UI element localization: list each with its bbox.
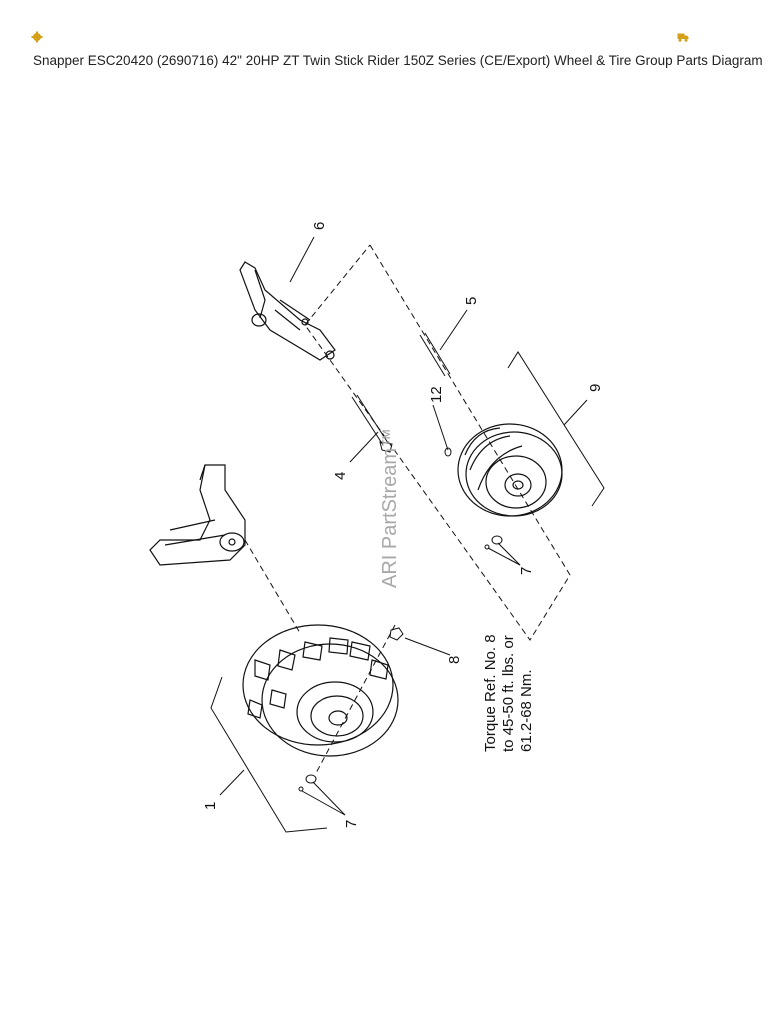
hub-assembly — [149, 464, 246, 566]
axle-bracket — [239, 261, 336, 361]
wheel-part-1 — [242, 624, 399, 757]
wheel-part-9 — [457, 423, 563, 517]
valve-part-7-front — [298, 774, 317, 792]
callout-4: 4 — [332, 472, 349, 480]
washer-part-12 — [444, 447, 452, 457]
callout-labels: 6 5 12 4 9 7 8 1 7 — [202, 222, 604, 828]
callout-12: 12 — [428, 386, 445, 403]
bracket-part-1 — [210, 676, 328, 833]
pin-part-5 — [419, 332, 451, 377]
truck-icon — [677, 33, 689, 42]
callout-7-rear: 7 — [518, 567, 535, 575]
exploded-view-guide — [244, 244, 571, 776]
callout-7-front: 7 — [343, 820, 360, 828]
callout-8: 8 — [446, 656, 463, 664]
callout-6: 6 — [311, 222, 328, 230]
torque-note-line-1: Torque Ref. No. 8 — [482, 634, 499, 752]
bolt-part-4 — [351, 394, 393, 453]
valve-part-7-rear — [484, 535, 503, 550]
callout-5: 5 — [463, 297, 480, 305]
torque-note-line-2: to 45-50 ft. lbs. or — [500, 635, 517, 752]
leader-lines — [219, 236, 588, 816]
callout-1: 1 — [202, 802, 219, 810]
callout-9: 9 — [587, 384, 604, 392]
page-title: Snapper ESC20420 (2690716) 42" 20HP ZT T… — [33, 53, 763, 68]
gear-icon — [31, 31, 43, 43]
bracket-part-9 — [507, 351, 605, 507]
watermark: ARI PartStream™ — [379, 428, 401, 588]
torque-note: Torque Ref. No. 8 to 45-50 ft. lbs. or 6… — [482, 634, 535, 752]
lug-nut-part-8 — [389, 627, 404, 641]
torque-note-line-3: 61.2-68 Nm. — [518, 669, 535, 752]
